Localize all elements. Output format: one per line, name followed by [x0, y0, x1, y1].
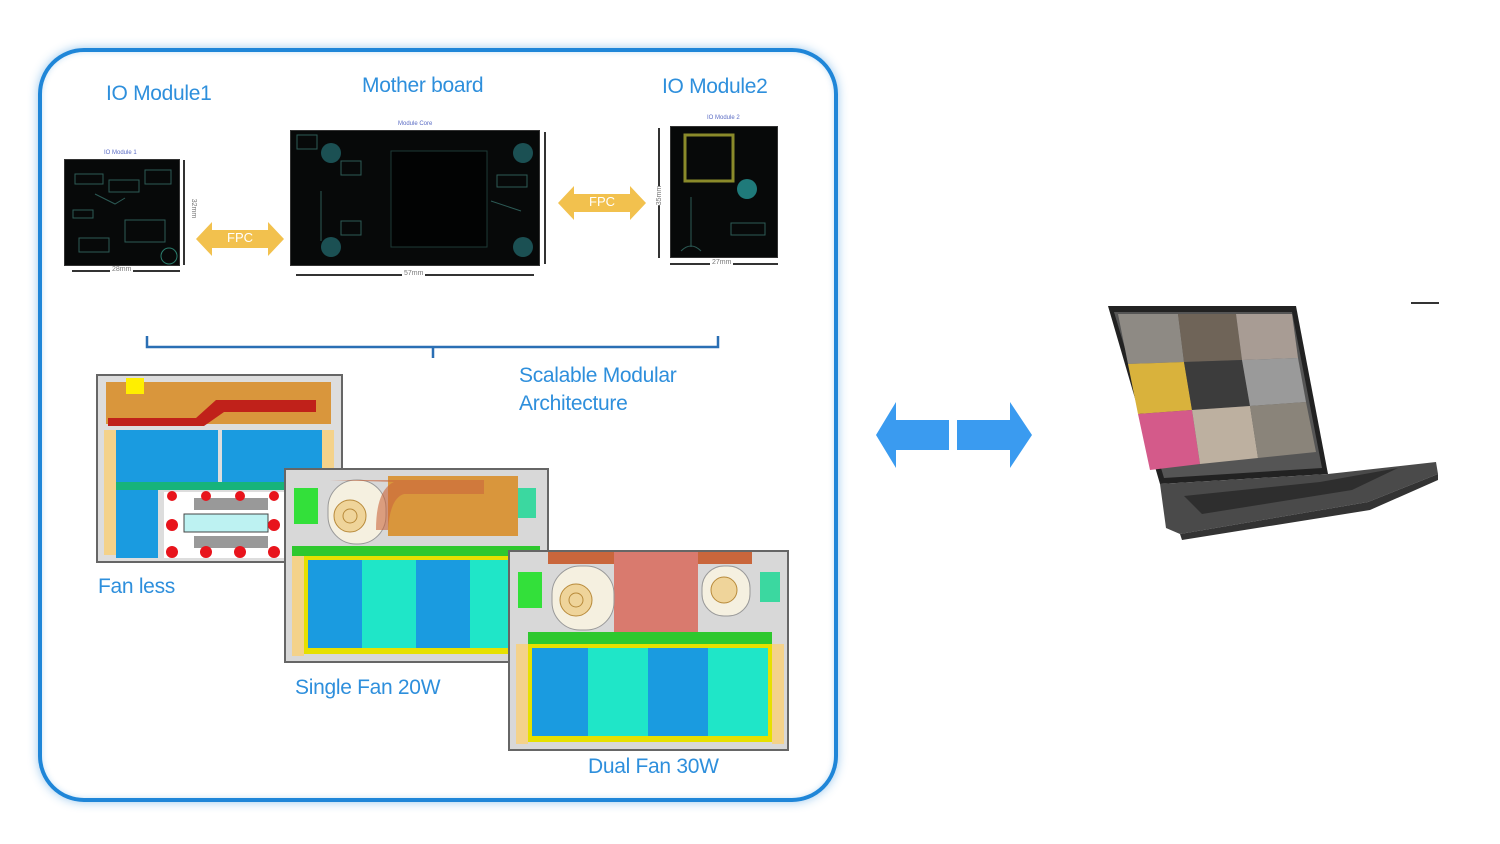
dual-fan-layout: [508, 550, 790, 752]
motherboard-title: Mother board: [362, 74, 484, 97]
right-arrow-shape: [957, 402, 1032, 468]
io-module1-height-label: 32mm: [190, 198, 198, 219]
bidirectional-arrow-icon: [876, 402, 1032, 468]
architecture-label-line2: Architecture: [519, 392, 628, 415]
motherboard-height-dimension: [544, 132, 546, 264]
dual-fan-layout-drawing: [508, 550, 789, 751]
double-arrow-icon: [196, 222, 284, 256]
motherboard-caption: Module Core: [398, 121, 433, 127]
io-module2-height-label: 35mm: [656, 185, 664, 206]
io-module2-title: IO Module2: [662, 75, 768, 98]
laptop-image: [1106, 302, 1442, 542]
architecture-label-line1: Scalable Modular: [519, 364, 677, 387]
fpc-connector-1: FPC: [196, 222, 284, 256]
motherboard-board: [290, 130, 540, 266]
double-arrow-icon: [558, 186, 646, 220]
io-module2-width-label: 27mm: [710, 259, 734, 266]
decorative-line: [1411, 302, 1439, 304]
io-module1-board: [64, 159, 180, 266]
fpc-label-2: FPC: [589, 194, 615, 209]
io-module1-height-dimension: [183, 160, 185, 265]
dual-fan-label: Dual Fan 30W: [588, 755, 719, 778]
laptop-video-conference-illustration: [1108, 306, 1438, 540]
fpc-connector-2: FPC: [558, 186, 646, 220]
fanless-label: Fan less: [98, 575, 175, 598]
io-module2-caption: IO Module 2: [707, 115, 740, 121]
motherboard-pcb-traces: [296, 134, 533, 257]
io-module2-board: [670, 126, 778, 258]
single-fan-label: Single Fan 20W: [295, 676, 441, 699]
modular-architecture-frame: [38, 48, 838, 802]
io-module2-pcb-traces: [680, 133, 766, 252]
left-arrow-shape: [876, 402, 949, 468]
io-module1-caption: IO Module 1: [104, 150, 137, 156]
single-fan-layout: [284, 468, 550, 664]
single-fan-layout-drawing: [284, 468, 549, 663]
io-module1-title: IO Module1: [106, 82, 212, 105]
fpc-label-1: FPC: [227, 230, 253, 245]
grouping-brace: [145, 336, 720, 358]
motherboard-width-label: 57mm: [402, 270, 426, 277]
video-call-tiles: [1118, 314, 1316, 470]
io-module1-width-label: 28mm: [110, 266, 134, 273]
io-module1-pcb-traces: [72, 169, 178, 265]
